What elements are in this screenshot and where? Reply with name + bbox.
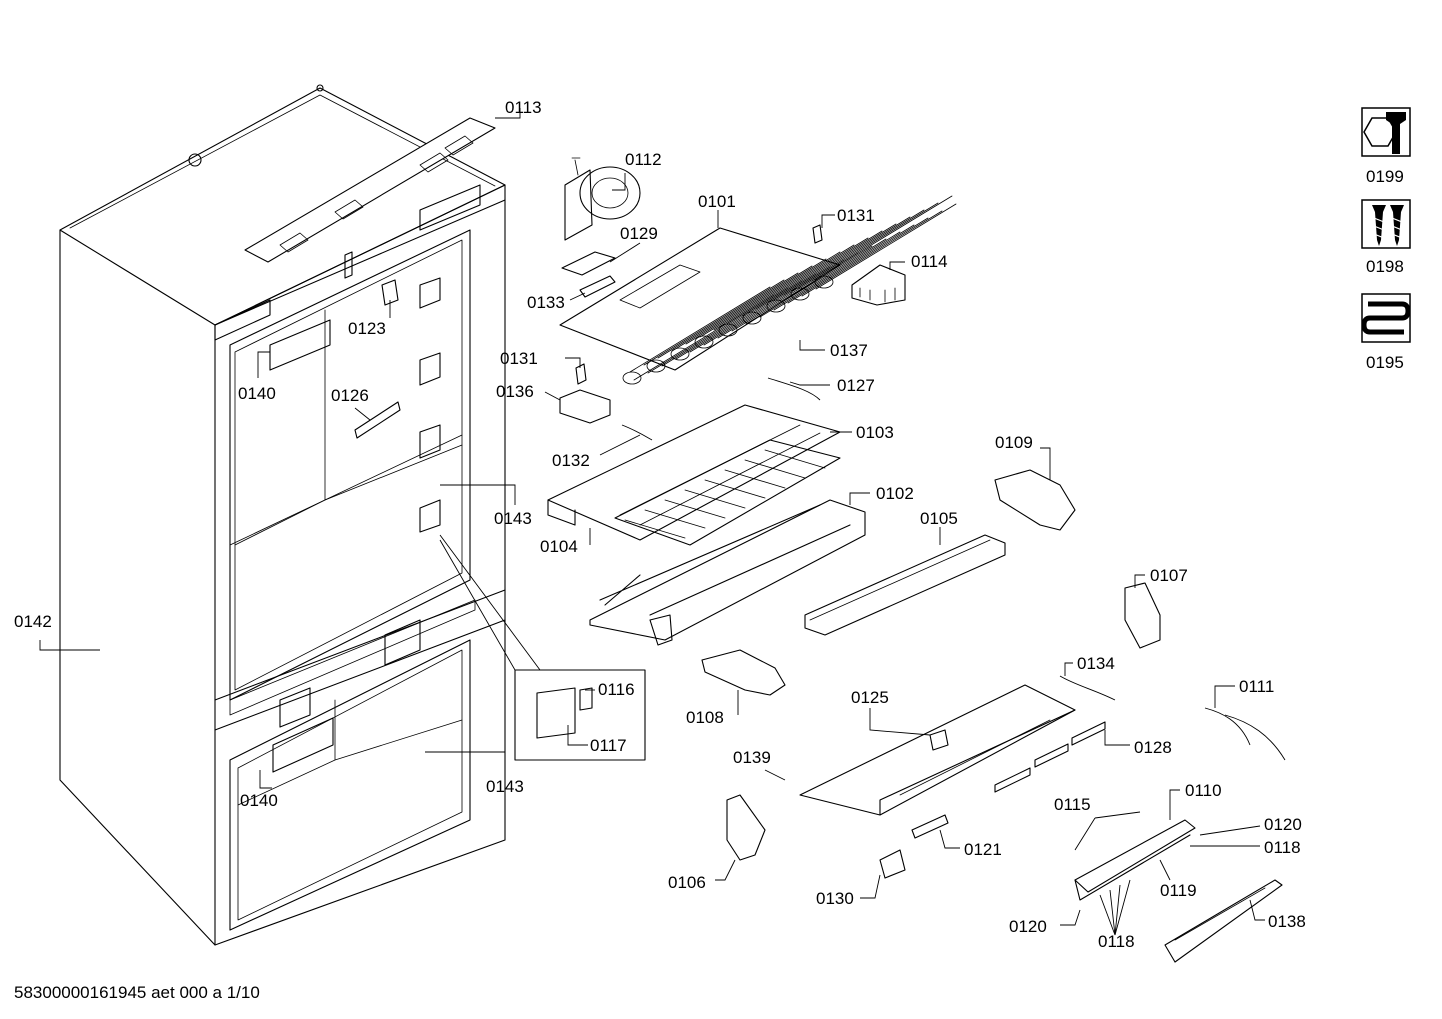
part-0136-box [559,389,611,424]
label-0136: 0136 [496,382,534,401]
part-0105-rail [804,534,1006,636]
label-0106: 0106 [668,873,706,892]
part-0138-display-cover [1164,879,1283,963]
wrench-nut-icon [1361,107,1411,157]
label-0127: 0127 [837,376,875,395]
part-0113-top-bracket [244,117,496,263]
label-0142: 0142 [14,612,52,631]
part-0107-bracket [1124,582,1161,649]
label-0120: 0120 [1009,917,1047,936]
label-0125: 0125 [851,688,889,707]
label-0123: 0123 [348,319,386,338]
part-0114-block [851,264,906,306]
label-0132: 0132 [552,451,590,470]
cabinet-housing [59,84,506,946]
label-0101: 0101 [698,192,736,211]
part-labels: 0113 0112 0101 0131 0129 0114 0133 0123 … [14,98,1404,951]
part-0139-control-housing [799,684,1076,816]
label-0199: 0199 [1366,167,1404,186]
label-0133: 0133 [527,293,565,312]
part-0108-bracket [701,649,786,696]
part-0130-piece [879,849,906,879]
label-0140: 0140 [238,384,276,403]
label-0139: 0139 [733,748,771,767]
part-0111-wire [1204,707,1286,761]
part-0121-strip [911,814,949,839]
part-0110-control-panel [1074,819,1196,901]
label-0111: 0111 [1239,677,1274,696]
label-0119: 0119 [1160,881,1197,900]
label-0107: 0107 [1150,566,1188,585]
label-0103: 0103 [856,423,894,442]
label-0126: 0126 [331,386,369,405]
screws-icon [1361,199,1411,249]
heating-coil-icon [1361,293,1411,343]
label-0118: 0118 [1264,838,1301,857]
label-0108: 0108 [686,708,724,727]
label-0128: 0128 [1134,738,1172,757]
part-0109-bracket [994,469,1076,531]
label-0198: 0198 [1366,257,1404,276]
label-0115: 0115 [1054,795,1091,814]
part-0112-fan [564,157,641,241]
label-0112: 0112 [625,150,662,169]
part-0106-bracket [726,794,766,861]
label-0104: 0104 [540,537,578,556]
label-0143: 0143 [486,777,524,796]
leader-lines [39,108,1265,936]
part-0137-evaporator-coil [622,195,957,385]
part-0134-sensor [1059,675,1116,701]
label-0102: 0102 [876,484,914,503]
label-0137: 0137 [830,341,868,360]
label-0116: 0116 [598,680,635,699]
label-0134: 0134 [1077,654,1115,673]
label-0109: 0109 [995,433,1033,452]
part-0128-vent-grilles [994,721,1106,793]
part-0102-air-duct [589,499,866,646]
label-0117: 0117 [590,736,627,755]
label-0130: 0130 [816,889,854,908]
label-0129: 0129 [620,224,658,243]
label-0114: 0114 [911,252,948,271]
part-0129-handle [561,251,616,298]
label-0113: 0113 [505,98,542,117]
part-0132-sensor [621,424,653,441]
label-0121: 0121 [964,840,1002,859]
part-0131-clip-b [575,363,587,385]
label-0105: 0105 [920,509,958,528]
label-0110: 0110 [1185,781,1222,800]
label-0131: 0131 [500,349,538,368]
label-0195: 0195 [1366,353,1404,372]
part-0127-sensor [767,377,821,401]
label-0131: 0131 [837,206,875,225]
label-0138: 0138 [1268,912,1306,931]
document-footer: 58300000161945 aet 000 a 1/10 [14,983,260,1002]
label-0143: 0143 [494,509,532,528]
inset-0116-0117 [514,669,646,761]
label-0118: 0118 [1098,932,1135,951]
part-0104-drip-channel [614,439,841,546]
part-0101-evaporator-cover [559,227,841,371]
label-0120: 0120 [1264,815,1302,834]
label-0140: 0140 [240,791,278,810]
part-0131-clip-a [812,224,823,244]
